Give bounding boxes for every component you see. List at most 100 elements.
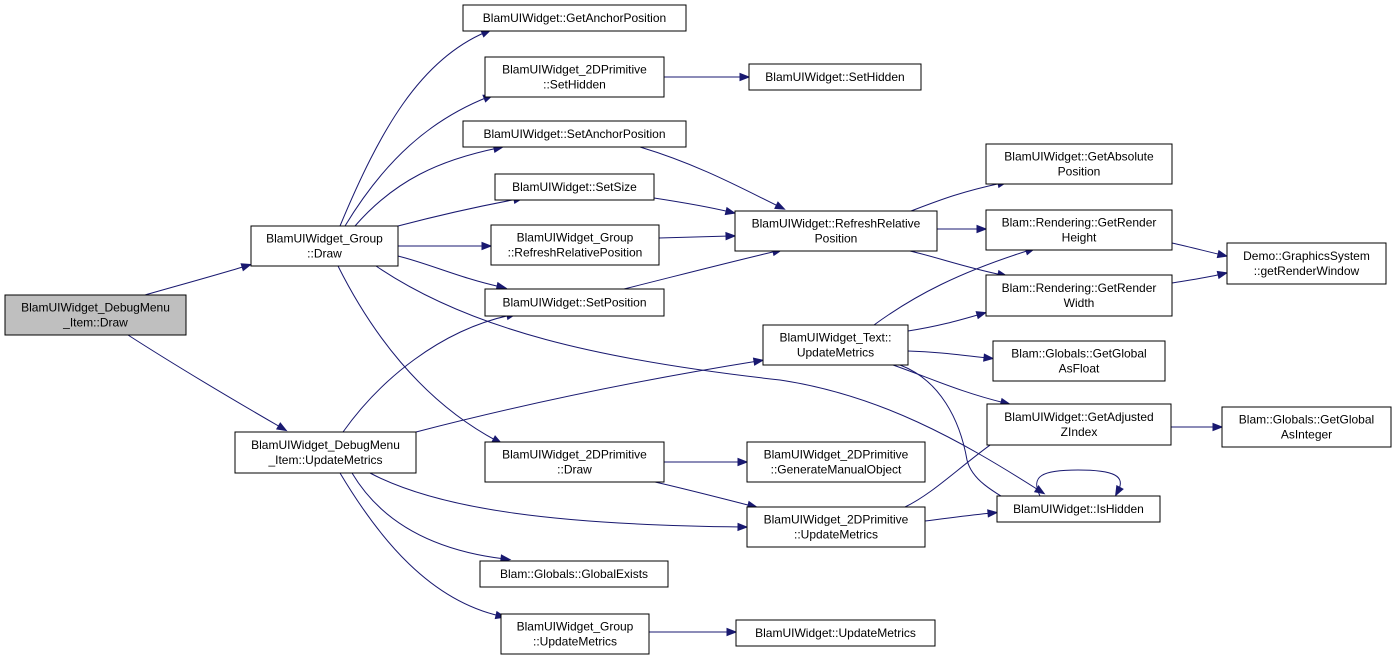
node-n6[interactable]: BlamUIWidget::SetSize <box>494 173 655 201</box>
edge-n1-n8 <box>397 255 508 291</box>
node-n12[interactable]: BlamUIWidget::SetHidden <box>748 63 922 91</box>
node-n13[interactable]: BlamUIWidget::RefreshRelativePosition <box>734 210 938 252</box>
node-n15[interactable]: BlamUIWidget_2DPrimitive::GenerateManual… <box>746 441 926 483</box>
edge-line <box>375 265 1041 492</box>
arrowhead-icon <box>1114 485 1124 497</box>
edge-line <box>369 472 743 528</box>
node-n9[interactable]: BlamUIWidget_2DPrimitive::Draw <box>484 441 665 483</box>
node-label: BlamUIWidget::SetAnchorPosition <box>483 127 665 141</box>
node-label: BlamUIWidget::SetHidden <box>765 70 904 84</box>
node-box <box>462 4 687 32</box>
node-label: BlamUIWidget::GetAdjusted <box>1004 410 1153 424</box>
arrowhead-icon <box>739 72 751 82</box>
edge-line <box>658 235 731 239</box>
edge-line <box>907 313 982 332</box>
edge-n7-n13 <box>658 231 737 241</box>
node-label: ZIndex <box>1061 425 1098 439</box>
node-label: UpdateMetrics <box>797 346 874 360</box>
node-n10[interactable]: Blam::Globals::GlobalExists <box>479 560 669 588</box>
edge-line <box>654 481 753 507</box>
edge-line <box>354 147 499 227</box>
node-label: BlamUIWidget_DebugMenu <box>21 301 170 315</box>
node-label: Width <box>1064 296 1095 310</box>
node-label: Height <box>1062 231 1097 245</box>
node-n1[interactable]: BlamUIWidget_Group::Draw <box>250 225 399 267</box>
node-label: ::Draw <box>557 463 592 477</box>
node-box <box>4 294 187 336</box>
node-label: AsInteger <box>1281 428 1332 442</box>
edge-n20-n24 <box>1171 270 1229 284</box>
edge-n1-n6 <box>397 195 525 227</box>
edge-line <box>653 197 731 213</box>
arrowhead-icon <box>774 201 786 210</box>
node-box <box>484 288 665 317</box>
edge-n11-n17 <box>649 627 738 637</box>
node-n7[interactable]: BlamUIWidget_Group::RefreshRelativePosit… <box>490 224 660 266</box>
node-n0[interactable]: BlamUIWidget_DebugMenu_Item::Draw <box>4 294 187 336</box>
arrowhead-icon <box>976 224 988 234</box>
edge-n14-n21 <box>907 350 995 362</box>
node-box <box>746 441 926 483</box>
node-n16[interactable]: BlamUIWidget_2DPrimitive::UpdateMetrics <box>746 506 926 548</box>
node-label: BlamUIWidget_2DPrimitive <box>502 448 647 462</box>
node-label: BlamUIWidget_Text:: <box>779 331 891 345</box>
edge-line <box>1036 469 1121 497</box>
edge-line <box>907 350 989 359</box>
arrowhead-icon <box>752 357 765 366</box>
node-label: Blam::Globals::GetGlobal <box>1011 347 1146 361</box>
node-n17[interactable]: BlamUIWidget::UpdateMetrics <box>735 619 936 647</box>
arrowhead-icon <box>725 231 737 241</box>
node-n8[interactable]: BlamUIWidget::SetPosition <box>484 288 665 317</box>
node-label: _Item::Draw <box>62 316 128 330</box>
node-box <box>996 495 1161 523</box>
node-n24[interactable]: Demo::GraphicsSystem::getRenderWindow <box>1226 242 1387 285</box>
node-n3[interactable]: BlamUIWidget::GetAnchorPosition <box>462 4 687 32</box>
arrowhead-icon <box>1033 485 1046 495</box>
edge-n13-n19 <box>937 224 988 234</box>
edge-n23-n23 <box>1036 469 1124 497</box>
edge-n22-n25 <box>1171 422 1224 432</box>
edge-line <box>144 265 247 296</box>
edge-n13-n20 <box>909 250 1009 279</box>
edge-line <box>1171 273 1223 284</box>
edge-line <box>351 472 506 560</box>
edge-n9-n15 <box>664 457 749 467</box>
edge-n9-n16 <box>654 481 759 510</box>
edge-n13-n18 <box>910 179 1009 212</box>
edge-line <box>873 249 1031 326</box>
edge-n5-n13 <box>639 146 786 210</box>
edge-n6-n13 <box>653 197 737 216</box>
arrowhead-icon <box>275 422 288 432</box>
edge-line <box>910 182 1003 212</box>
edge-n14-n20 <box>907 311 988 332</box>
node-n14[interactable]: BlamUIWidget_Text::UpdateMetrics <box>762 324 909 366</box>
edge-line <box>337 265 498 442</box>
edge-n4-n12 <box>664 72 751 82</box>
arrowhead-icon <box>1212 422 1224 432</box>
node-label: ::GenerateManualObject <box>771 463 902 477</box>
node-n4[interactable]: BlamUIWidget_2DPrimitive::SetHidden <box>484 56 665 98</box>
node-n5[interactable]: BlamUIWidget::SetAnchorPosition <box>462 120 687 148</box>
node-box <box>234 431 417 474</box>
edge-line <box>397 198 519 227</box>
arrowhead-icon <box>481 241 493 251</box>
node-label: AsFloat <box>1059 362 1100 376</box>
node-label: BlamUIWidget::IsHidden <box>1013 502 1144 516</box>
edge-line <box>1171 242 1223 256</box>
edge-line <box>639 146 781 208</box>
edge-line <box>892 364 1006 404</box>
node-n11[interactable]: BlamUIWidget_Group::UpdateMetrics <box>500 613 650 655</box>
edge-line <box>127 334 283 429</box>
edge-n2-n11 <box>339 472 507 620</box>
node-label: BlamUIWidget_DebugMenu <box>251 438 400 452</box>
node-n23[interactable]: BlamUIWidget::IsHidden <box>996 495 1161 523</box>
node-label: _Item::UpdateMetrics <box>267 453 382 467</box>
arrowhead-icon <box>983 353 995 362</box>
node-n2[interactable]: BlamUIWidget_DebugMenu_Item::UpdateMetri… <box>234 431 417 474</box>
